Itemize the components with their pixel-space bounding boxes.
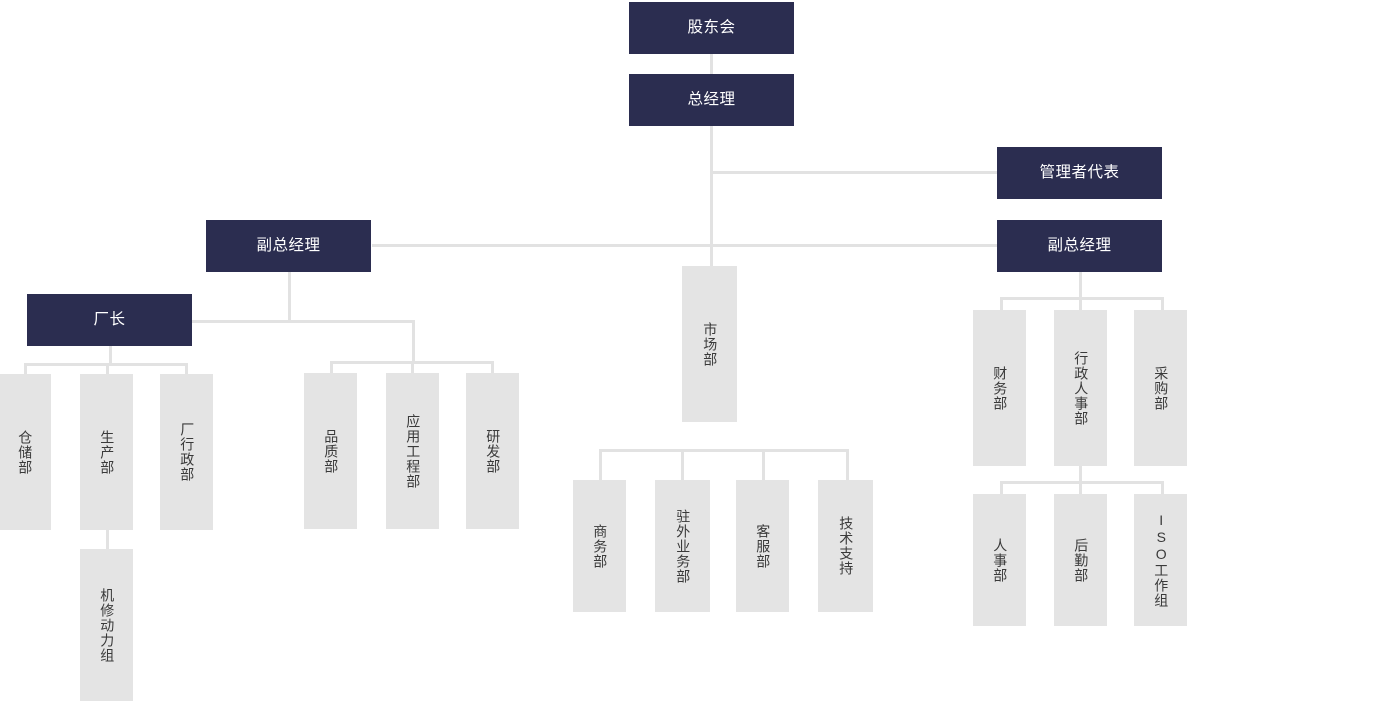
connector-to-production xyxy=(106,363,109,375)
node-shareholders-label: 股东会 xyxy=(687,18,736,36)
connector-to-purchasing xyxy=(1161,297,1164,311)
node-quality-label: 品质部 xyxy=(323,428,340,474)
node-general-manager[interactable]: 总经理 xyxy=(629,74,794,126)
connector-gm-to-deputy-right xyxy=(710,244,998,247)
node-marketing[interactable]: 市场部 xyxy=(682,266,737,422)
connector-production-to-maintenance xyxy=(106,530,109,550)
node-warehouse-label: 仓储部 xyxy=(17,429,34,475)
node-field-sales-label: 驻外业务部 xyxy=(675,508,692,584)
connector-to-iso-group xyxy=(1161,481,1164,495)
node-business-label: 商务部 xyxy=(592,523,609,569)
connector-deputy-right-bar xyxy=(1000,297,1164,300)
connector-gm-to-management-rep xyxy=(710,171,998,174)
node-management-representative-label: 管理者代表 xyxy=(1039,163,1120,181)
node-marketing-label: 市场部 xyxy=(702,321,719,367)
connector-to-quality xyxy=(330,361,333,375)
node-warehouse[interactable]: 仓储部 xyxy=(0,374,51,530)
node-logistics-label: 后勤部 xyxy=(1073,537,1090,583)
node-customer-service[interactable]: 客服部 xyxy=(736,480,789,612)
node-app-engineering-label: 应用工程部 xyxy=(405,413,422,489)
connector-deputy-left-right-drop xyxy=(412,320,415,363)
connector-to-customer-service xyxy=(762,449,765,481)
connector-marketing-children-bar xyxy=(599,449,849,452)
node-field-sales[interactable]: 驻外业务部 xyxy=(655,480,710,612)
node-plant-admin-label: 厂行政部 xyxy=(179,422,196,482)
node-app-engineering[interactable]: 应用工程部 xyxy=(386,373,439,529)
node-shareholders[interactable]: 股东会 xyxy=(629,2,794,54)
connector-gm-to-deputy-left xyxy=(372,244,710,247)
node-iso-group-label: ISO工作组 xyxy=(1153,512,1170,608)
connector-to-rnd xyxy=(491,361,494,375)
node-quality[interactable]: 品质部 xyxy=(304,373,357,529)
node-admin-hr[interactable]: 行政人事部 xyxy=(1054,310,1107,466)
connector-to-app-engineering xyxy=(411,361,414,375)
node-deputy-general-manager-right[interactable]: 副总经理 xyxy=(997,220,1162,272)
node-rnd[interactable]: 研发部 xyxy=(466,373,519,529)
connector-plant-manager-down xyxy=(109,345,112,365)
node-general-manager-label: 总经理 xyxy=(687,90,736,108)
node-tech-support[interactable]: 技术支持 xyxy=(818,480,873,612)
node-plant-manager-label: 厂长 xyxy=(93,310,126,328)
connector-to-tech-support xyxy=(846,449,849,481)
connector-to-field-sales xyxy=(681,449,684,481)
node-iso-group[interactable]: ISO工作组 xyxy=(1134,494,1187,626)
connector-to-warehouse xyxy=(24,363,27,375)
connector-gm-trunk xyxy=(710,125,713,266)
node-management-representative[interactable]: 管理者代表 xyxy=(997,147,1162,199)
node-purchasing-label: 采购部 xyxy=(1153,365,1170,411)
node-deputy-general-manager-left[interactable]: 副总经理 xyxy=(206,220,371,272)
connector-to-admin-hr xyxy=(1079,297,1082,311)
node-customer-service-label: 客服部 xyxy=(755,523,772,569)
connector-to-plant-admin xyxy=(185,363,188,375)
node-rnd-label: 研发部 xyxy=(485,428,502,474)
node-plant-admin[interactable]: 厂行政部 xyxy=(160,374,213,530)
connector-deputy-left-bar xyxy=(192,320,414,323)
connector-shareholders-to-gm xyxy=(710,53,713,75)
node-hr-label: 人事部 xyxy=(992,537,1009,583)
connector-deputy-right-down xyxy=(1079,270,1082,300)
connector-admin-hr-children-bar xyxy=(1000,481,1164,484)
connector-to-logistics xyxy=(1079,481,1082,495)
connector-to-finance xyxy=(1000,297,1003,311)
node-business[interactable]: 商务部 xyxy=(573,480,626,612)
node-maintenance-label: 机修动力组 xyxy=(99,587,116,663)
connector-to-hr xyxy=(1000,481,1003,495)
connector-admin-hr-down xyxy=(1079,464,1082,482)
node-production-label: 生产部 xyxy=(99,429,116,475)
node-production[interactable]: 生产部 xyxy=(80,374,133,530)
node-hr[interactable]: 人事部 xyxy=(973,494,1026,626)
connector-deputy-left-down xyxy=(288,270,291,322)
node-admin-hr-label: 行政人事部 xyxy=(1073,350,1090,426)
connector-to-business xyxy=(599,449,602,481)
node-logistics[interactable]: 后勤部 xyxy=(1054,494,1107,626)
node-purchasing[interactable]: 采购部 xyxy=(1134,310,1187,466)
node-deputy-general-manager-left-label: 副总经理 xyxy=(256,236,321,254)
node-maintenance[interactable]: 机修动力组 xyxy=(80,549,133,701)
node-tech-support-label: 技术支持 xyxy=(838,516,855,576)
node-finance-label: 财务部 xyxy=(992,365,1009,411)
node-plant-manager[interactable]: 厂长 xyxy=(27,294,192,346)
node-deputy-general-manager-right-label: 副总经理 xyxy=(1047,236,1112,254)
node-finance[interactable]: 财务部 xyxy=(973,310,1026,466)
